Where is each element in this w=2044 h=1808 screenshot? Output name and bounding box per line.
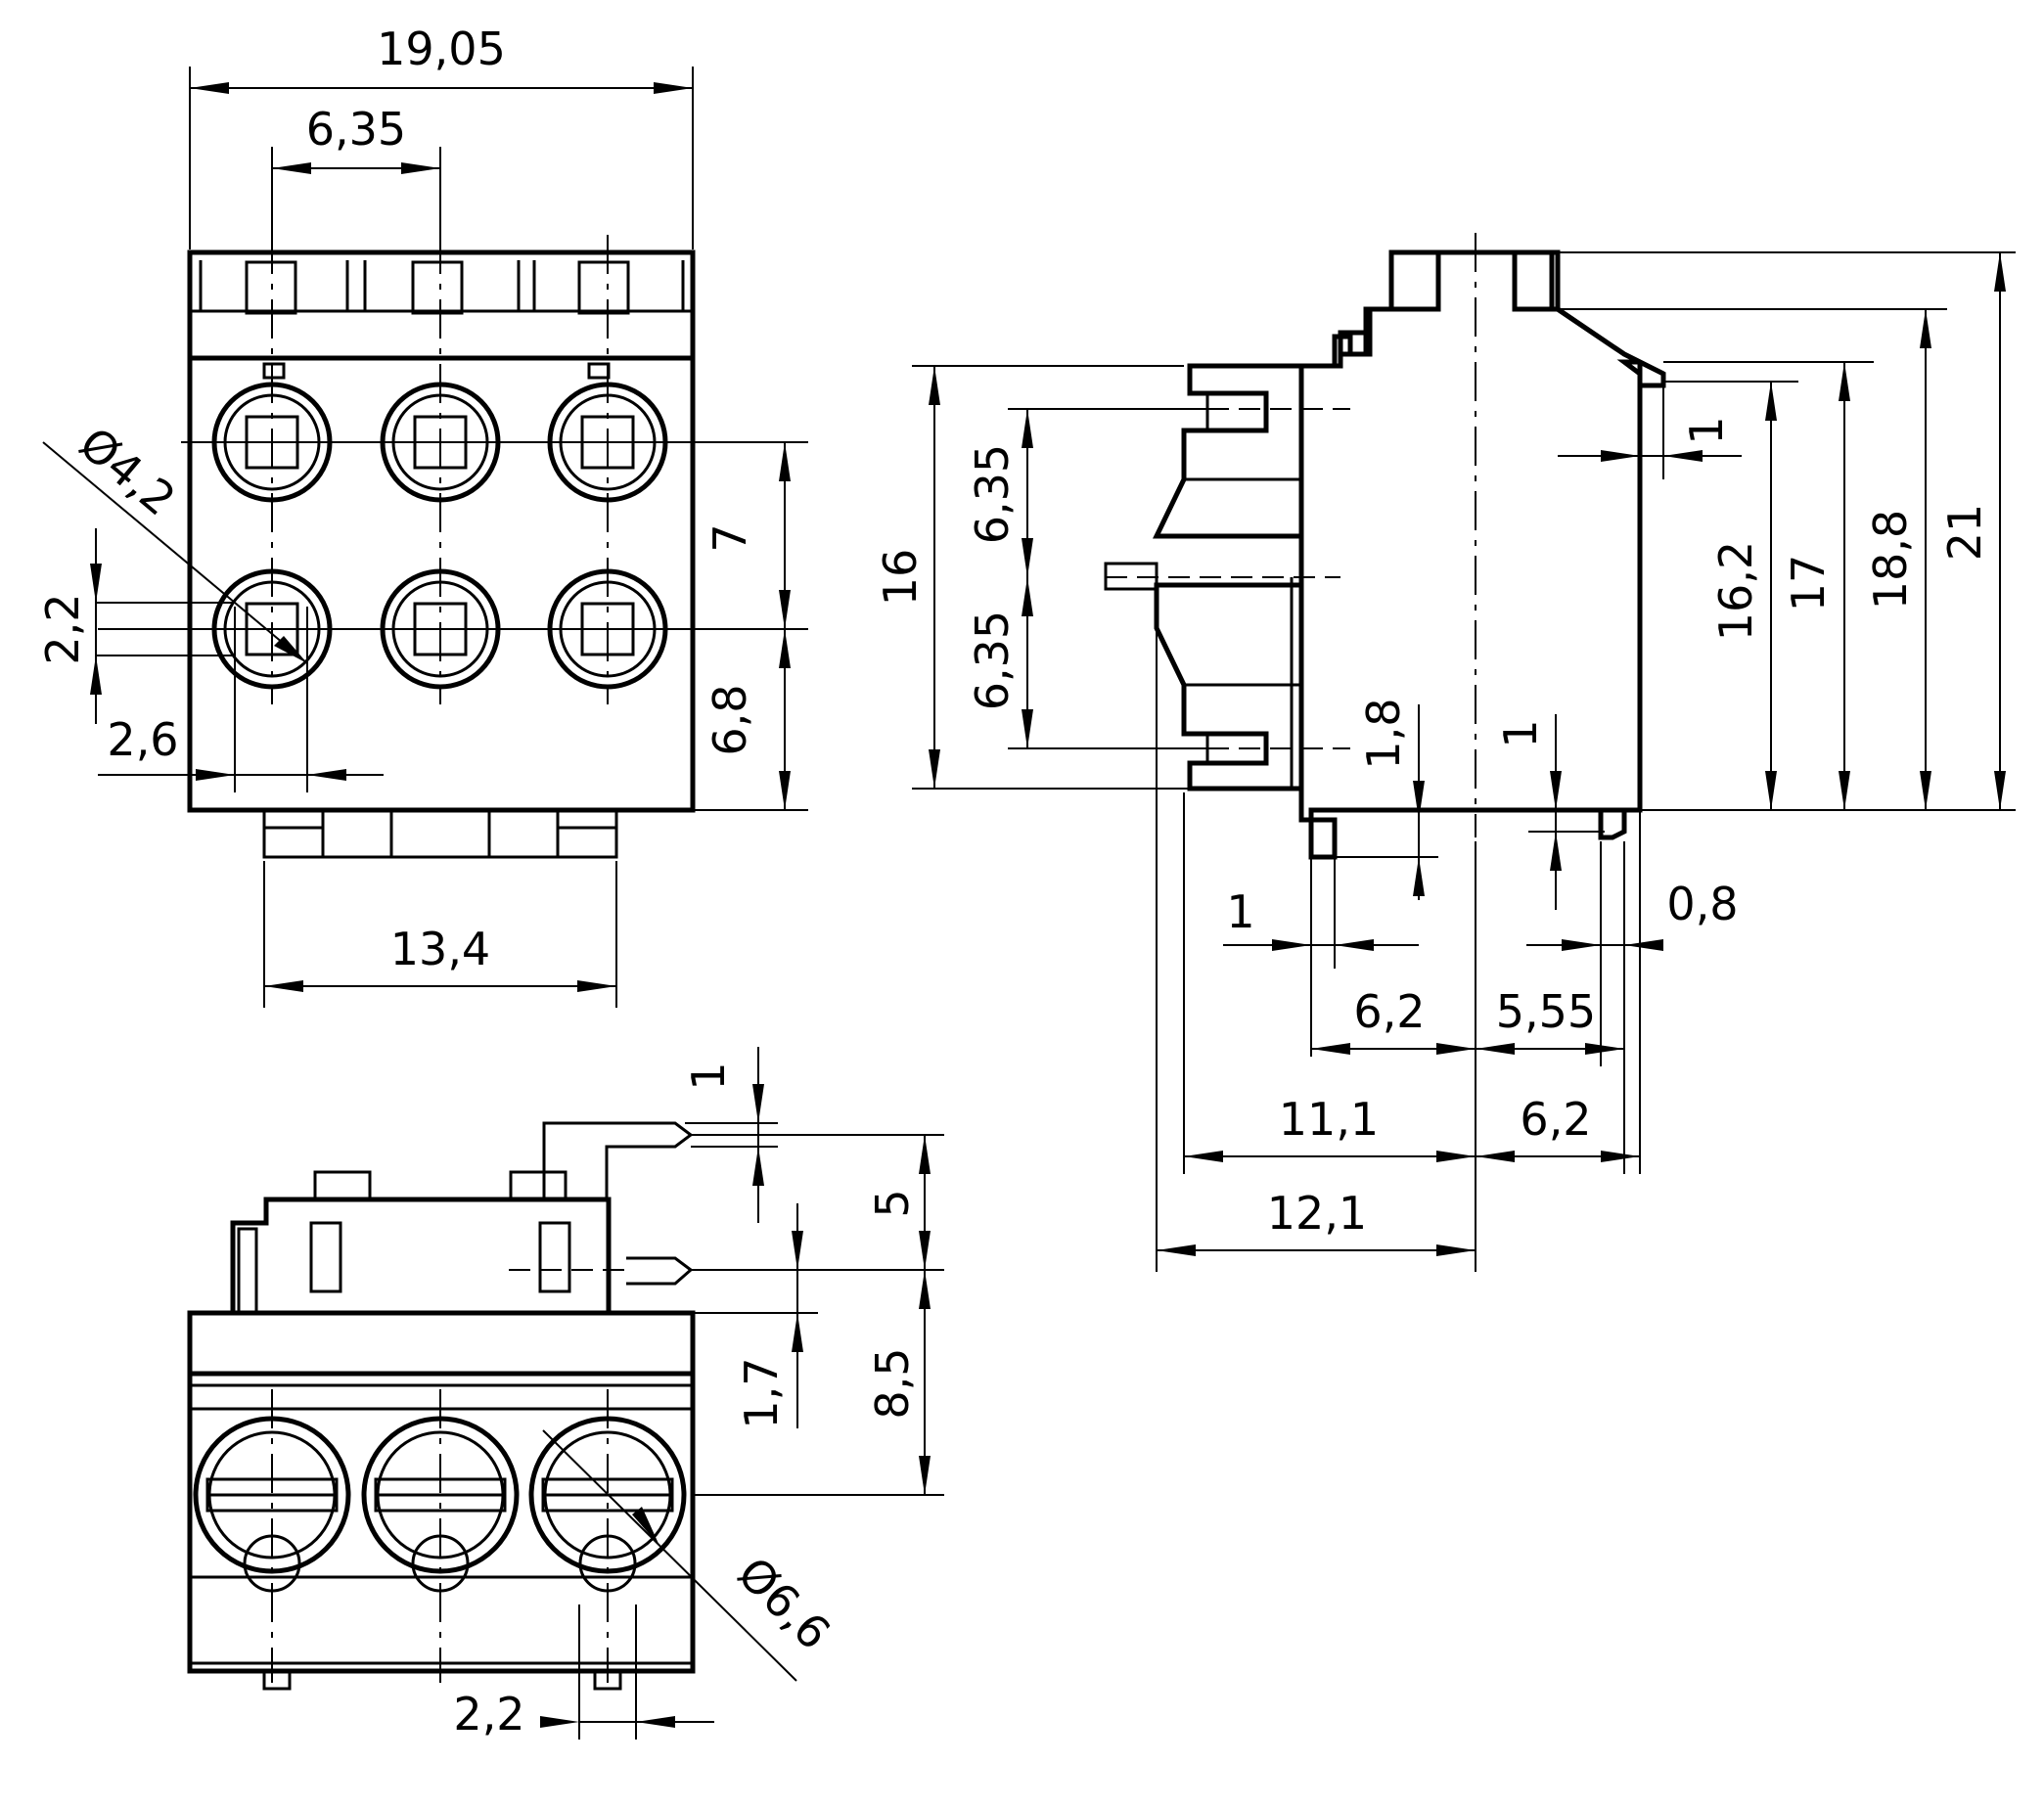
- dim-2-2-label: 2,2: [453, 1688, 524, 1740]
- dim-12-1-label: 12,1: [1267, 1187, 1367, 1240]
- bottom-pin-lower: [626, 1256, 694, 1286]
- dim-6-2-left-label: 6,2: [1353, 985, 1425, 1038]
- dim-pitch-upper-label: 6,35: [966, 444, 1019, 544]
- side-view: 16 6,35 6,35 1,8 1 1 16,2 17 18,8 21 1 0…: [874, 233, 2016, 1272]
- dim-h-16-2-label: 16,2: [1709, 541, 1762, 641]
- dim-pin-w-right-label: 0,8: [1666, 878, 1738, 930]
- dim-5-55-label: 5,55: [1496, 985, 1596, 1038]
- dim-pitch-lower-label: 6,35: [966, 610, 1019, 710]
- dim-pitch-label: 6,35: [306, 103, 406, 156]
- bottom-side-rib: [237, 1227, 258, 1315]
- dim-dia-6-6-label: Ø6,6: [728, 1547, 841, 1660]
- dim-row-spacing-label: 7: [704, 523, 756, 552]
- front-center-lines: [271, 235, 609, 704]
- bottom-foot-1: [262, 1671, 292, 1691]
- side-top-step: [1301, 252, 1394, 369]
- dim-square-label: 2,2: [36, 593, 89, 664]
- front-bottom-pins: [262, 808, 618, 859]
- dim-h-21-label: 21: [1938, 504, 1991, 562]
- side-clamp-block: [1153, 363, 1304, 791]
- dim-lower-offset-label: 6,8: [704, 684, 756, 755]
- dim-1-7-label: 1,7: [735, 1357, 788, 1428]
- dim-pin-len-right-label: 1: [1494, 719, 1547, 747]
- bottom-dim-arrows: [540, 1084, 931, 1728]
- bottom-slot-left: [309, 1221, 342, 1293]
- front-view: 19,05 6,35 7 6,8 2,2 2,6 13,4 Ø4,2: [36, 23, 808, 1008]
- front-dim-arrows: [90, 82, 791, 992]
- dim-5-label: 5: [866, 1189, 919, 1217]
- bottom-slot-right: [538, 1221, 571, 1293]
- dim-6-2-right-label: 6,2: [1520, 1093, 1591, 1146]
- dim-pin-len-label: 1,8: [1357, 698, 1410, 769]
- dim-height-front-label: 16: [874, 549, 927, 607]
- side-dim-arrows: [929, 252, 2006, 1256]
- bottom-view: 1 5 8,5 1,7 Ø6,6 2,2: [187, 1047, 944, 1740]
- dim-hole-dia-label: Ø4,2: [69, 417, 185, 526]
- side-dim-lines: [912, 251, 2016, 1272]
- side-top-profile: [1391, 249, 1666, 388]
- dim-11-1-label: 11,1: [1279, 1093, 1379, 1146]
- bottom-foot-3: [593, 1671, 622, 1691]
- dim-pin-span-label: 13,4: [390, 923, 490, 975]
- dim-pin-w-label: 1: [1226, 885, 1254, 938]
- dim-8-5-label: 8,5: [866, 1347, 919, 1419]
- front-tab-1: [262, 362, 286, 380]
- dim-square-width-label: 2,6: [107, 713, 178, 766]
- bottom-tab-left: [313, 1170, 372, 1201]
- front-tab-3: [587, 362, 611, 380]
- dim-wall-label: 1: [1680, 416, 1733, 444]
- bottom-upper-housing: [230, 1197, 612, 1313]
- dim-pin-thickness-label: 1: [682, 1062, 735, 1090]
- dim-width-total-label: 19,05: [377, 23, 506, 75]
- bottom-tab-right: [509, 1170, 568, 1201]
- bottom-center-lines: [271, 1389, 609, 1683]
- dim-h-18-8-label: 18,8: [1864, 510, 1917, 610]
- dim-h-17-label: 17: [1782, 555, 1835, 612]
- bottom-dim-lines: [542, 1047, 944, 1740]
